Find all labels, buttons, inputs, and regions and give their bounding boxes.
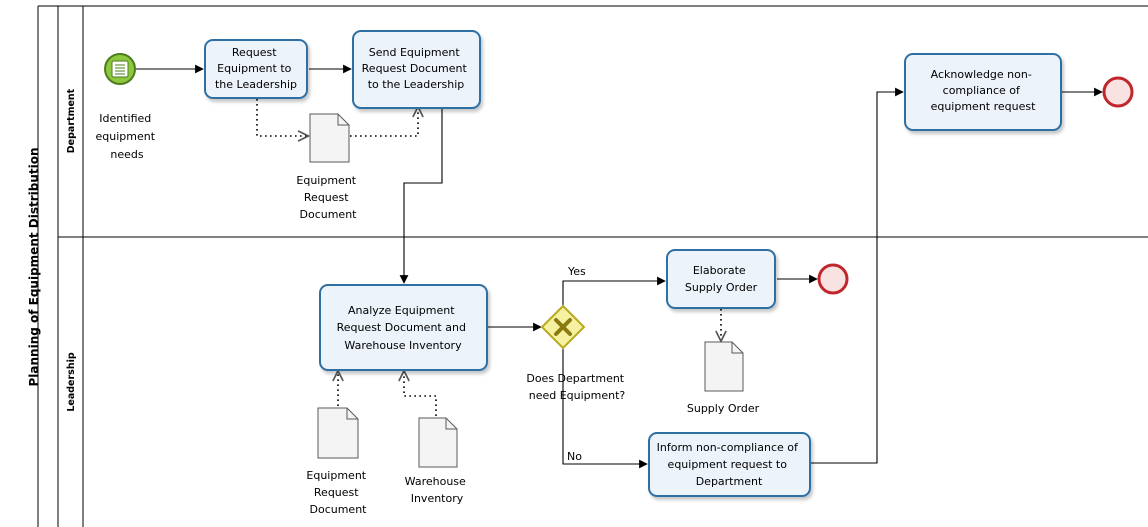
pool-frame <box>37 5 1148 527</box>
lane-label-leadership: Leadership <box>66 352 77 412</box>
svg-text:Warehouse Inventory: Warehouse Inventory <box>405 475 470 505</box>
start-event-label: Identified equipment needs <box>95 112 158 161</box>
task-send-document[interactable]: Send Equipment Request Document to the L… <box>352 30 481 109</box>
document-equipment-request-top[interactable]: Equipment Request Document <box>296 113 359 221</box>
document-icon <box>317 407 359 459</box>
flow-inform-to-acknowledge <box>811 87 904 464</box>
document-supply-order[interactable]: Supply Order <box>687 341 760 415</box>
document-icon <box>418 417 458 468</box>
document-equipment-request-bottom[interactable]: Equipment Request Document <box>306 407 369 516</box>
task-elaborate-order[interactable]: Elaborate Supply Order <box>666 249 776 309</box>
task-analyze[interactable]: Analyze Equipment Request Document and W… <box>319 284 488 371</box>
svg-text:Inform non-compliance of: Inform non-compliance of equipment reque… <box>657 441 802 488</box>
svg-text:Request Equipment to: Request Equipment to the Leadership <box>215 46 297 91</box>
start-event[interactable] <box>104 53 136 85</box>
task-acknowledge-noncompliance[interactable]: Acknowledge non- compliance of equipment… <box>904 53 1062 131</box>
document-warehouse-inventory[interactable]: Warehouse Inventory <box>405 417 470 505</box>
svg-text:Equipment Request: Equipment Request Document <box>306 469 369 516</box>
svg-text:Analyze Equipment Reques: Analyze Equipment Request Document and W… <box>337 304 470 352</box>
lane-label-department: Department <box>66 88 77 153</box>
document-icon <box>309 113 350 163</box>
end-event-supply[interactable] <box>817 263 849 295</box>
gateway-question: Does Department need Equipment? <box>526 372 627 402</box>
gateway-no-label: No <box>567 450 582 463</box>
flow-gateway-yes <box>562 276 666 308</box>
svg-text:Acknowledge non- complia: Acknowledge non- compliance of equipment… <box>931 68 1037 113</box>
sequence-flows <box>135 64 1103 469</box>
exclusive-gateway[interactable] <box>540 304 586 350</box>
gateway-yes-label: Yes <box>567 265 586 278</box>
flow-gateway-no <box>562 348 648 469</box>
svg-text:Equipment Request: Equipment Request Document <box>296 174 359 221</box>
end-event-acknowledge[interactable] <box>1102 76 1134 108</box>
svg-text:Send Equipment Request D: Send Equipment Request Document to the L… <box>362 46 471 91</box>
svg-text:Elaborate Supply Order: Elaborate Supply Order <box>685 264 758 294</box>
exclusive-x-icon <box>554 318 572 336</box>
task-inform-noncompliance[interactable]: Inform non-compliance of equipment reque… <box>648 432 811 497</box>
message-list-icon <box>111 60 129 78</box>
pool-title: Planning of Equipment Distribution <box>27 147 41 386</box>
flow-send-to-analyze <box>399 109 443 284</box>
task-request-equipment[interactable]: Request Equipment to the Leadership <box>204 39 308 99</box>
document-icon <box>704 341 744 392</box>
associations <box>256 99 721 416</box>
svg-text:Supply Order: Supply Order <box>687 402 760 415</box>
